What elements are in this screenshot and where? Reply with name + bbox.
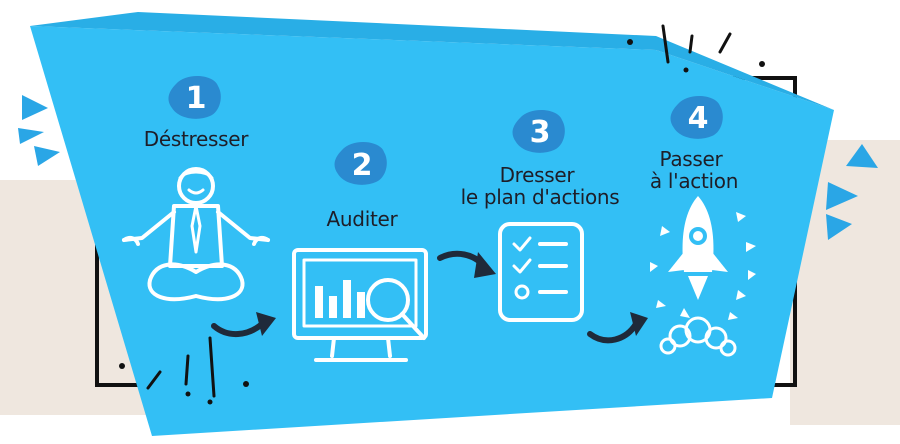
decor-strokes-top	[627, 24, 765, 73]
step-3: 3 Dresser le plan d'actions	[461, 109, 620, 322]
rocket-smoke	[659, 316, 737, 357]
step-1-label: Déstresser	[144, 127, 249, 151]
step-2: 2 Auditer	[292, 141, 428, 362]
blue-panel-top-edge	[30, 12, 834, 110]
step-1-number-blob	[168, 75, 221, 119]
connector-arrow-1	[211, 312, 276, 337]
rocket-sparks	[650, 212, 756, 320]
step-4-number: 4	[688, 101, 709, 136]
connector-arrow-3	[587, 312, 648, 344]
step-3-label: Dresser le plan d'actions	[461, 163, 620, 209]
step-3-number: 3	[530, 115, 551, 150]
decor-triangles-left	[18, 95, 60, 166]
step-4: 4 Passer à l'action	[650, 95, 756, 357]
step-1: 1 Déstresser	[122, 75, 270, 302]
step-4-number-blob	[670, 95, 723, 139]
step-2-label: Auditer	[327, 207, 399, 231]
step-2-number: 2	[352, 148, 373, 183]
meditating-person-icon	[122, 167, 270, 302]
decor-triangles-right	[826, 144, 878, 240]
step-1-number: 1	[186, 81, 207, 116]
step-2-number-blob	[334, 141, 387, 185]
step-3-number-blob	[512, 109, 565, 153]
monitor-analytics-icon	[292, 248, 428, 362]
decor-strokes-bottom	[119, 336, 249, 405]
rocket-icon	[650, 196, 756, 357]
checklist-icon	[498, 222, 584, 322]
step-4-label: Passer à l'action	[650, 147, 738, 193]
connector-arrow-2	[437, 250, 496, 278]
